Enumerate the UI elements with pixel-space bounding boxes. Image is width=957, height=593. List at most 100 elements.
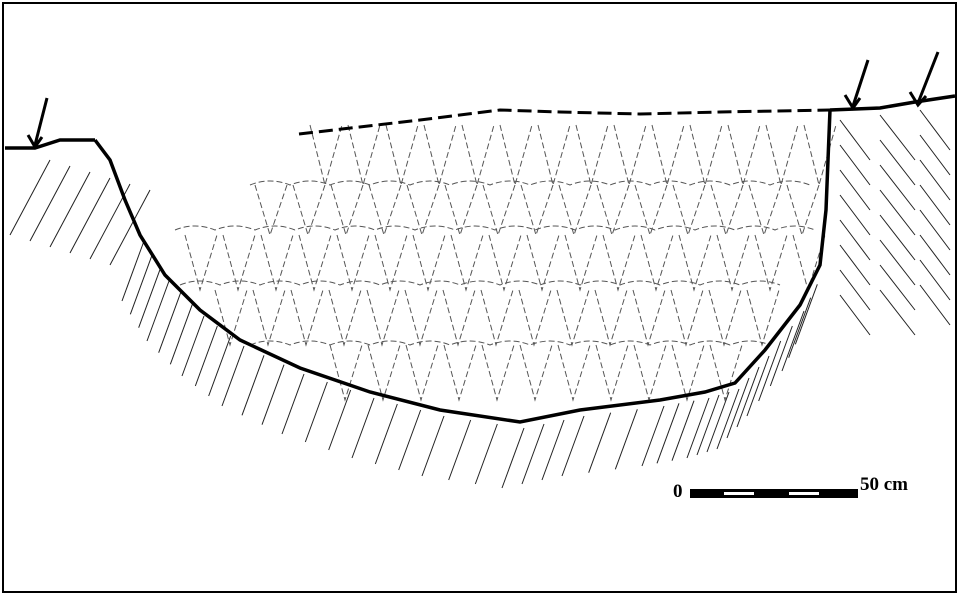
fill-stone-shape <box>290 289 324 347</box>
hatch-line <box>421 415 445 477</box>
hatch-line <box>261 364 285 425</box>
surface-marker-right-1 <box>843 59 870 111</box>
fill-stone-shape <box>710 184 744 237</box>
ground-surface-left <box>5 138 95 150</box>
fill-stone-shape <box>443 344 477 402</box>
fill-stone-shape <box>556 289 590 347</box>
fill-stone-shape <box>518 289 552 347</box>
fill-stone-shape <box>499 124 533 187</box>
hatch-line <box>194 325 218 387</box>
fill-stone-shape <box>404 289 438 347</box>
fill-stone-shape <box>526 234 560 292</box>
fill-stone-shape <box>716 234 750 292</box>
fill-stone-shape <box>222 234 256 292</box>
hatch-line <box>758 340 782 402</box>
hatch-line <box>794 284 818 345</box>
hatch-line <box>879 214 916 261</box>
hatch-line <box>696 394 720 456</box>
fill-layer-line <box>249 180 811 186</box>
hatch-line <box>919 159 951 201</box>
scale-bar: 0 50 cm <box>673 474 908 502</box>
fill-top-boundary <box>298 108 831 136</box>
fill-stone-shape <box>367 344 401 402</box>
hatch-line <box>781 310 805 372</box>
scale-start-label: 0 <box>673 481 683 502</box>
hatch-line <box>351 397 375 459</box>
surface-markers <box>26 51 940 150</box>
fill-stone-shape <box>537 124 571 187</box>
fill-stone-shape <box>481 344 515 402</box>
fill-stone-shape <box>214 289 248 347</box>
fill-stone-shape <box>613 124 647 187</box>
fill-layer-line <box>179 280 781 286</box>
hatch-line <box>208 335 232 397</box>
surface-marker-left <box>26 97 49 150</box>
fill-stone-shape <box>329 344 363 402</box>
fill-stone-shape <box>640 234 674 292</box>
hatch-line <box>521 423 545 485</box>
fill-stone-shape <box>651 124 685 187</box>
hatch-line <box>839 269 871 311</box>
hatch-line <box>146 280 170 342</box>
scale-end-label: 50 cm <box>860 474 908 495</box>
fill-stone-shape <box>803 124 837 187</box>
fill-stone-shape <box>347 124 381 187</box>
hatch-line <box>839 194 871 236</box>
fill-stone-shape <box>633 344 667 402</box>
hatch-line <box>561 415 585 477</box>
fill-stone-shape <box>678 234 712 292</box>
hatch-line <box>374 403 398 465</box>
hatch-line <box>919 234 951 276</box>
fill-stone-shape <box>330 184 364 237</box>
fill-stone-shape <box>298 234 332 292</box>
fill-stone-shape <box>765 124 799 187</box>
scale-bar-segment <box>789 492 819 495</box>
hatch-line <box>919 259 951 301</box>
fill-stone-shape <box>689 124 723 187</box>
fill-stone-shape <box>374 234 408 292</box>
surface-marker-right-2 <box>908 51 940 108</box>
hatch-line <box>671 400 695 461</box>
soil-hatching <box>9 109 951 489</box>
fill-stone-shape <box>558 184 592 237</box>
pit-fill-pattern <box>174 124 837 402</box>
fill-stone-shape <box>670 289 704 347</box>
fill-stone-shape <box>309 124 343 187</box>
fill-stone-shape <box>594 289 628 347</box>
hatch-line <box>614 409 638 470</box>
hatch-line <box>879 289 916 336</box>
hatch-line <box>919 184 951 226</box>
scale-bar-body <box>690 489 858 498</box>
hatch-line <box>241 355 265 416</box>
hatch-line <box>839 294 871 336</box>
fill-stone-shape <box>575 124 609 187</box>
hatch-line <box>746 355 770 417</box>
fill-stone-shape <box>708 289 742 347</box>
hatch-line <box>706 391 730 453</box>
fill-stone-shape <box>519 344 553 402</box>
hatch-line <box>328 389 352 451</box>
fill-stone-shape <box>292 184 326 237</box>
fill-stone-shape <box>405 344 439 402</box>
hatch-line <box>686 397 710 459</box>
fill-stone-shape <box>366 289 400 347</box>
hatch-line <box>221 345 245 407</box>
fill-stone-shape <box>671 344 705 402</box>
fill-stone-shape <box>746 289 780 347</box>
hatch-line <box>181 315 205 377</box>
fill-stone-shape <box>412 234 446 292</box>
fill-layer-line <box>249 340 771 346</box>
hatch-line <box>398 409 422 471</box>
pit-outline <box>93 109 832 424</box>
hatch-line <box>839 119 871 161</box>
fill-stone-shape <box>423 124 457 187</box>
hatch-line <box>879 189 916 236</box>
fill-stone-shape <box>184 234 218 292</box>
fill-stone-shape <box>520 184 554 237</box>
hatch-line <box>501 427 525 489</box>
fill-stone-shape <box>480 289 514 347</box>
fill-stone-shape <box>328 289 362 347</box>
fill-stone-shape <box>442 289 476 347</box>
hatch-line <box>448 419 472 481</box>
